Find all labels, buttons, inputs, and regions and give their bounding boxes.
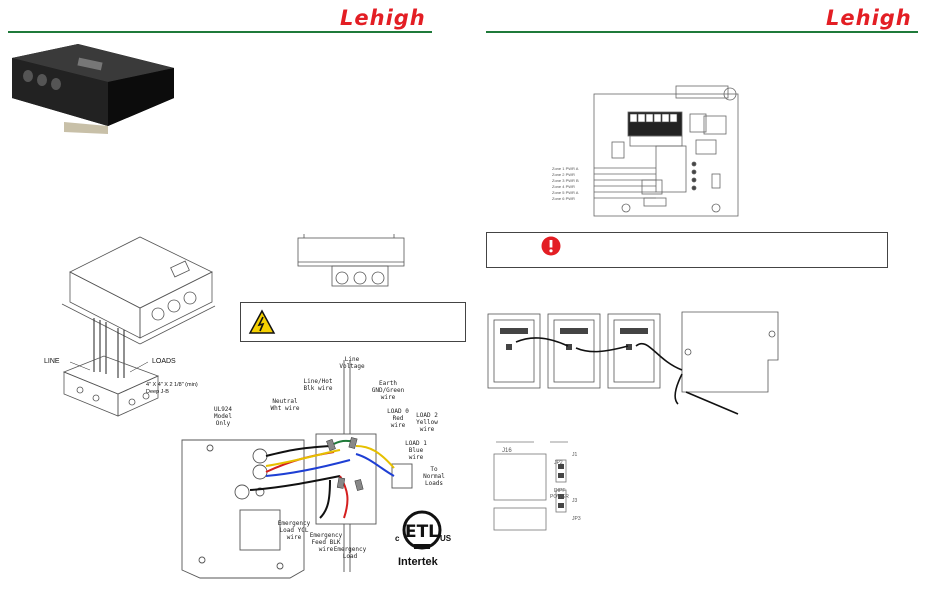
label-neutral: Neutral Wht wire xyxy=(270,398,300,412)
pcb-label-power: POWER xyxy=(550,494,569,500)
label-to-normal: To Normal Loads xyxy=(423,466,445,487)
cert-us: US xyxy=(440,534,452,543)
svg-text:ETL: ETL xyxy=(405,522,439,542)
label-load0: LOAD 0 Red wire xyxy=(387,408,409,429)
pcb-label-j3: J3 xyxy=(572,498,578,504)
warning-box xyxy=(240,302,466,342)
label-emergency-load: Emergency Load xyxy=(333,546,367,560)
pcb-label-j16: J16 xyxy=(502,448,512,454)
pcb-label-j1: J1 xyxy=(572,452,578,458)
cert-listed: Intertek xyxy=(398,556,438,568)
zone-label: Zone 5 PWR A xyxy=(552,190,579,195)
etl-cert-mark: ETL xyxy=(402,510,442,550)
zone-labels: Zone 1 PWR A Zone 2 PWR Zone 3 PWR B Zon… xyxy=(552,166,594,202)
zone-label: Zone 2 PWR xyxy=(552,172,575,177)
label-line-voltage: Line Voltage xyxy=(339,356,365,370)
label-line: LINE xyxy=(44,358,60,365)
zone-label: Zone 6 PWR xyxy=(552,196,575,201)
label-emergency-load-ycl: Emergency Load YCL wire xyxy=(277,520,311,541)
brand-logo-right: Lehigh xyxy=(826,6,912,30)
label-load1: LOAD 1 Blue wire xyxy=(405,440,427,461)
header-rule-left xyxy=(8,31,432,33)
wiring-diagram xyxy=(181,360,413,579)
label-ul924: UL924 Model Only xyxy=(213,406,233,427)
label-load2: LOAD 2 Yellow wire xyxy=(416,412,438,433)
zone-label: Zone 4 PWR xyxy=(552,184,575,189)
pcb-label-jp3: JP3 xyxy=(572,516,581,522)
side-view-drawing xyxy=(297,234,405,287)
label-loads: LOADS xyxy=(152,358,176,365)
zone-label: Zone 1 PWR A xyxy=(552,166,579,171)
pcb-label-dipf: DIPF xyxy=(554,488,566,494)
daisy-chain-diagram xyxy=(487,311,779,415)
info-icon xyxy=(541,236,561,256)
brand-logo-left: Lehigh xyxy=(340,6,426,30)
pcb-label-jp2: JP2 xyxy=(554,460,563,466)
label-box-size: 4" X 4" X 2 1/8" (min) Deep J-B xyxy=(146,382,198,395)
info-note-box xyxy=(486,232,888,268)
label-earth: Earth GND/Green wire xyxy=(371,380,405,401)
zone-label: Zone 3 PWR B xyxy=(552,178,579,183)
warning-icon xyxy=(248,309,276,334)
mounting-drawing xyxy=(61,236,216,417)
header-rule-right xyxy=(486,31,918,33)
product-photo xyxy=(12,44,174,134)
label-emergency-feed: Emergency Feed BLK wire xyxy=(309,532,343,553)
label-line-hot: Line/Hot Blk wire xyxy=(303,378,333,392)
pcb-diagram xyxy=(593,85,739,217)
cert-c: c xyxy=(395,534,400,543)
jumper-detail xyxy=(493,441,568,531)
